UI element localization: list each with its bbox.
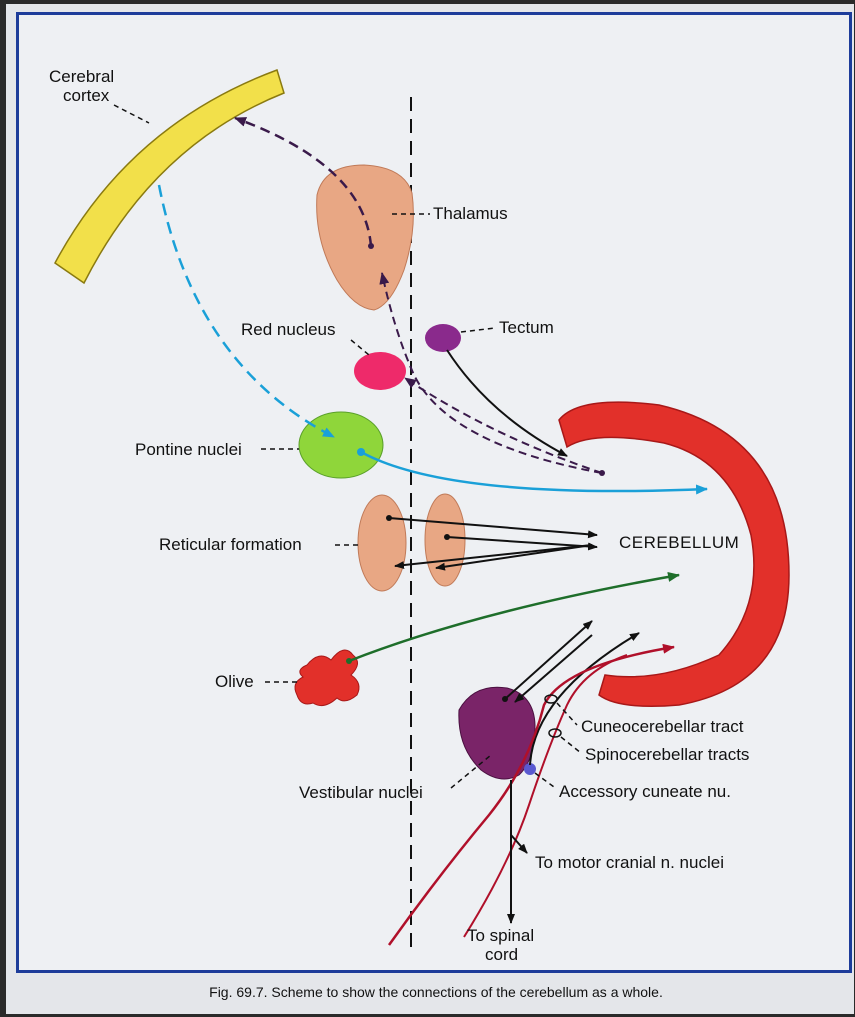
tectocerebellar-pathway [447,350,567,456]
label-spinocerebellar-tracts: Spinocerebellar tracts [585,745,749,764]
figure-frame: Cerebral cortex Thalamus Red nucleus Tec… [16,12,852,973]
tectum-shape [425,324,461,352]
thalamus-shape [317,165,414,310]
label-reticular-formation: Reticular formation [159,535,302,554]
label-cerebral-cortex-1: Cerebral [49,67,114,86]
label-cuneocerebellar-tract: Cuneocerebellar tract [581,717,744,736]
olivocerebellar-pathway [349,575,679,661]
cerebellum-shape [559,402,789,706]
pontocerebellar-pathway [361,452,707,491]
cortex-leader [114,105,149,123]
label-thalamus: Thalamus [433,204,508,223]
vestibular-nuclei-shape [459,687,535,779]
label-tectum: Tectum [499,318,554,337]
label-motor-cranial: To motor cranial n. nuclei [535,853,724,872]
spinocerebellar-leader [561,737,581,753]
tectum-leader [461,328,495,332]
cerebellum-connections-diagram: Cerebral cortex Thalamus Red nucleus Tec… [19,15,849,970]
red-nucleus-shape [354,352,406,390]
label-spinal-cord-1: To spinal [467,926,534,945]
reticulocerebellar-pathway-2 [447,537,597,547]
pontine-nuclei-shape [299,412,383,478]
label-accessory-cuneate: Accessory cuneate nu. [559,782,731,801]
cerebelloreticular-pathway-1 [395,545,592,566]
label-cerebral-cortex-2: cortex [63,86,110,105]
label-spinal-cord-2: cord [485,945,518,964]
page: Cerebral cortex Thalamus Red nucleus Tec… [6,4,854,1014]
label-vestibular-nuclei: Vestibular nuclei [299,783,423,802]
label-pontine-nuclei: Pontine nuclei [135,440,242,459]
figure-caption: Fig. 69.7. Scheme to show the connection… [36,984,836,1000]
reticulocerebellar-pathway-1 [389,518,597,535]
reticular-formation-left-shape [358,495,406,591]
red-nucleus-leader [351,340,369,355]
corticopontine-pathway [159,185,334,437]
label-red-nucleus: Red nucleus [241,320,336,339]
label-olive: Olive [215,672,254,691]
reticular-formation-right-shape [425,494,465,586]
label-cerebellum: CEREBELLUM [619,533,739,552]
